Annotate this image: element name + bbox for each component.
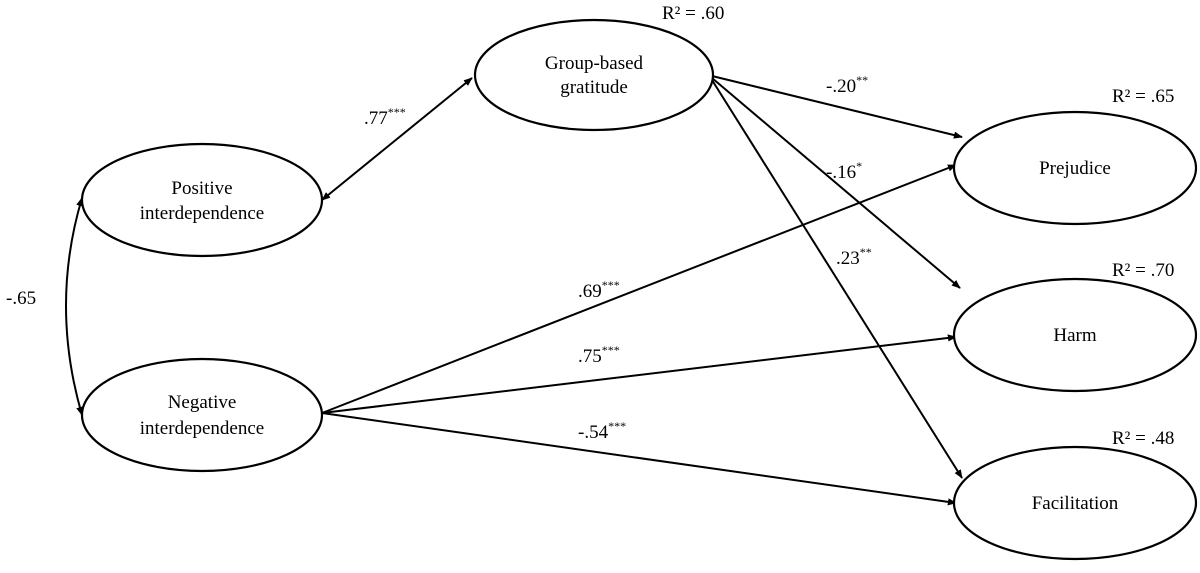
node-gratitude-line2: gratitude [560, 77, 628, 98]
edge-gratitude-facilitation [711, 79, 963, 479]
node-gratitude-line1: Group-based [545, 53, 644, 74]
edge-gratitude-prejudice [711, 75, 963, 139]
node-positive: Positive interdependence [80, 142, 324, 258]
edge-negative-facilitation [321, 412, 957, 506]
edge-negative-harm [321, 334, 957, 414]
edge-negative-prejudice [321, 164, 957, 414]
node-negative-line1: Negative [168, 392, 237, 413]
node-negative: Negative interdependence [80, 357, 324, 473]
node-prejudice: Prejudice [952, 110, 1198, 226]
edge-positive-negative [65, 197, 84, 416]
edge-gratitude-harm [711, 77, 961, 289]
coef-gratitude-harm: -.16* [826, 159, 862, 183]
node-prejudice-label: Prejudice [1039, 158, 1111, 179]
coef-positive-gratitude: .77*** [364, 105, 406, 129]
coef-positive-negative: -.65 [6, 288, 36, 309]
coef-negative-facilitation: -.54*** [578, 419, 626, 443]
coef-negative-harm: .75*** [578, 343, 620, 367]
r2-gratitude: R² = .60 [662, 3, 724, 24]
node-positive-line2: interdependence [140, 203, 264, 224]
node-facilitation: Facilitation [952, 445, 1198, 561]
node-negative-line2: interdependence [140, 418, 264, 439]
node-positive-line1: Positive [171, 178, 232, 199]
node-harm: Harm [952, 277, 1198, 393]
coef-negative-prejudice: .69*** [578, 278, 620, 302]
node-facilitation-label: Facilitation [1032, 493, 1119, 514]
r2-facilitation: R² = .48 [1112, 428, 1174, 449]
r2-harm: R² = .70 [1112, 260, 1174, 281]
coef-gratitude-prejudice: -.20** [826, 73, 868, 97]
r2-prejudice: R² = .65 [1112, 86, 1174, 107]
node-harm-label: Harm [1053, 325, 1096, 346]
coef-gratitude-facilitation: .23** [836, 245, 872, 269]
node-gratitude: Group-based gratitude [473, 18, 715, 132]
edge-positive-gratitude [321, 77, 473, 201]
